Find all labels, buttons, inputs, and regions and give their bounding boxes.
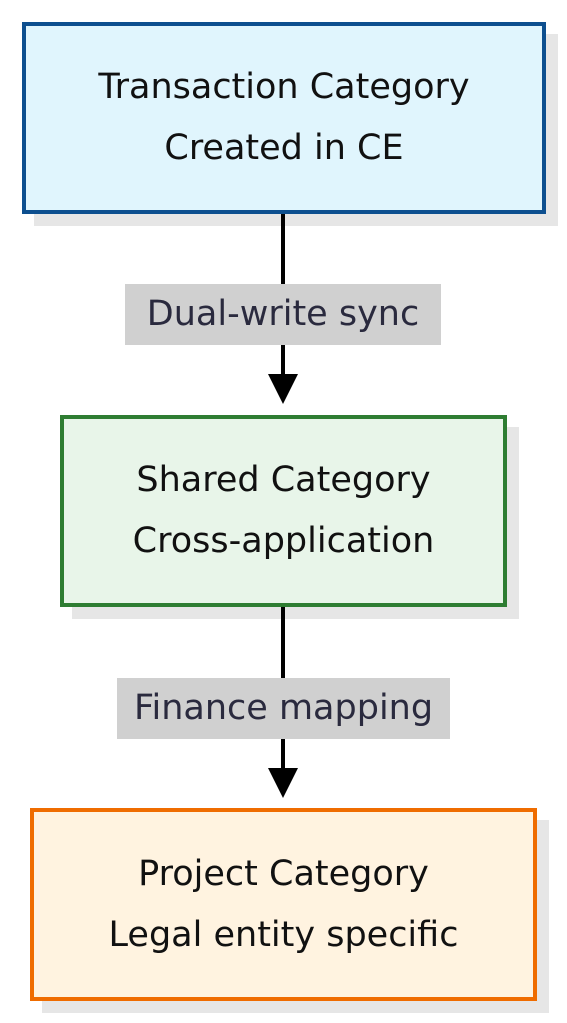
shared-category-node: Shared Category Cross-application <box>60 415 507 607</box>
finance-mapping-label: Finance mapping <box>117 678 450 739</box>
node-subtitle: Created in CE <box>164 128 404 168</box>
node-subtitle: Cross-application <box>132 521 435 561</box>
arrow-down-icon <box>268 768 298 798</box>
dual-write-sync-label: Dual-write sync <box>125 284 441 345</box>
node-title: Project Category <box>138 853 429 894</box>
project-category-node: Project Category Legal entity specific <box>30 808 537 1001</box>
transaction-category-node: Transaction Category Created in CE <box>22 22 546 214</box>
node-title: Transaction Category <box>98 67 470 107</box>
node-title: Shared Category <box>136 460 431 500</box>
node-subtitle: Legal entity specific <box>108 914 459 955</box>
arrow-down-icon <box>268 374 298 404</box>
